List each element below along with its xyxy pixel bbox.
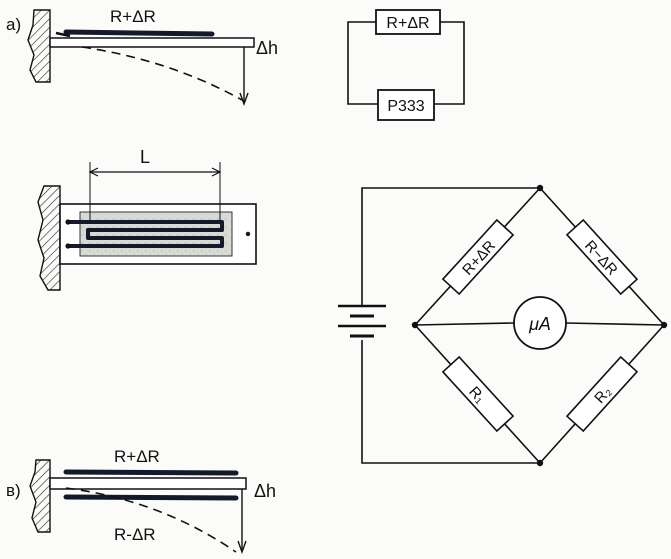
fig-b-bottom-label: R-ΔR <box>114 525 156 544</box>
arrowhead-a <box>239 92 249 107</box>
resistor-top-left: R+ΔR <box>441 218 515 296</box>
series-loop-wire <box>347 21 465 105</box>
beam-b <box>49 477 247 490</box>
dim-arrowheads <box>88 167 222 177</box>
gauge-lead-a <box>55 31 71 38</box>
arrowhead-b <box>237 540 247 555</box>
fig-b-top-label: R+ΔR <box>114 447 160 466</box>
fig-a-deflection-label: Δh <box>256 38 278 58</box>
bottom-gauge-b <box>63 494 239 501</box>
gauge-grid <box>68 220 224 248</box>
resistor-bottom-right: R₂ <box>565 355 639 433</box>
fig-b-letter: в) <box>6 481 21 500</box>
supply-wire <box>361 187 540 464</box>
node-top <box>536 184 544 192</box>
resistor-top-right: R−ΔR <box>565 218 639 296</box>
cantilever-a: а) R+ΔR Δh <box>6 7 278 107</box>
gauge-terminal-top <box>65 219 71 225</box>
fig-a-letter: а) <box>6 15 21 34</box>
gauge-backing <box>79 211 233 257</box>
wall-detail <box>37 185 61 291</box>
wall-b <box>29 459 51 533</box>
p333-meter-label: P333 <box>387 98 424 115</box>
fig-b-deflection-label: Δh <box>254 481 276 501</box>
wall-a <box>27 9 51 83</box>
series-resistor-label: R+ΔR <box>386 15 429 32</box>
meter-wire-left <box>414 322 515 326</box>
node-right <box>660 321 668 329</box>
fig-a-gauge-label: R+ΔR <box>110 7 156 26</box>
microammeter <box>513 296 567 350</box>
gauge-terminal-bottom <box>65 243 71 249</box>
deflection-curve-b <box>65 487 237 553</box>
deflection-curve-a <box>81 46 243 101</box>
beam-end-dot <box>245 231 251 237</box>
node-bottom <box>536 459 544 467</box>
beam-a <box>49 37 255 48</box>
strain-gauge-a <box>63 29 215 37</box>
p333-meter <box>377 89 435 121</box>
length-label: L <box>140 147 150 167</box>
node-left <box>411 321 419 329</box>
resistor-bottom-left: R₁ <box>441 355 515 433</box>
series-resistor <box>375 9 441 35</box>
meter-wire-right <box>565 322 665 326</box>
cantilever-b: в) R+ΔR R-ΔR Δh <box>6 447 276 555</box>
top-gauge-b <box>63 469 239 476</box>
microammeter-label: μA <box>528 314 551 334</box>
wheatstone-bridge: R+ΔR R−ΔR R₁ R₂ μA <box>338 184 668 467</box>
series-circuit: R+ΔR P333 <box>347 9 465 121</box>
gauge-detail: L <box>37 147 257 291</box>
